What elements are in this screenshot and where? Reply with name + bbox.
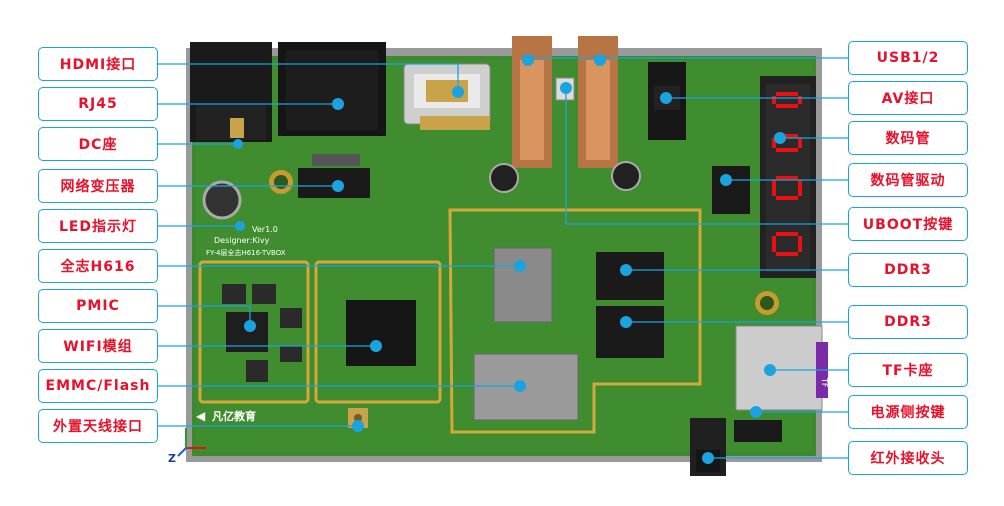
ir-receiver [690, 418, 726, 476]
gold-traces [198, 208, 702, 434]
label-transformer: 网络变压器 [38, 169, 158, 203]
tf-card-mark: TF [820, 377, 829, 388]
label-h616: 全志H616 [38, 249, 158, 283]
label-power-key: 电源侧按键 [848, 395, 968, 429]
logo-mark-icon: ◀ [196, 409, 206, 423]
tf-card-socket [735, 325, 828, 411]
capacitors [202, 161, 641, 220]
label-led: LED指示灯 [38, 209, 158, 243]
label-dc: DC座 [38, 127, 158, 161]
rj45-connector [278, 42, 386, 136]
inductors [222, 284, 302, 382]
power-button-part [734, 420, 782, 442]
board-title: FY-4层全志H616-TVBOX [206, 248, 286, 257]
label-pmic: PMIC [38, 289, 158, 323]
label-usb: USB1/2 [848, 41, 968, 75]
segment-driver-ic [712, 166, 750, 214]
label-av: AV接口 [848, 81, 968, 115]
label-hdmi: HDMI接口 [38, 47, 158, 81]
soc-h616 [493, 247, 553, 323]
leader-dots [233, 54, 786, 464]
mounting-holes [269, 170, 779, 315]
label-rj45: RJ45 [38, 87, 158, 121]
logo-text: 凡亿教育 [212, 409, 256, 423]
label-wifi: WIFI模组 [38, 329, 158, 363]
ddr3-chip-b [596, 306, 664, 358]
label-segment-driver: 数码管驱动 [848, 163, 968, 197]
brand-logo: ◀ 凡亿教育 [196, 409, 256, 423]
emmc-chip [473, 353, 579, 421]
dc-jack [190, 42, 272, 142]
wifi-module [346, 300, 416, 366]
pmic-chip [226, 312, 268, 352]
label-ir: 红外接收头 [848, 441, 968, 475]
label-ddr3-b: DDR3 [848, 305, 968, 339]
label-ddr3-a: DDR3 [848, 253, 968, 287]
axis-indicator: Z [168, 428, 206, 465]
label-emmc: EMMC/Flash [38, 369, 158, 403]
board-designer: Designer:Kivy [214, 236, 270, 245]
label-uboot: UBOOT按键 [848, 207, 968, 241]
segment-digits [772, 92, 802, 256]
board-version: Ver1.0 [252, 225, 278, 234]
label-tf: TF卡座 [848, 353, 968, 387]
label-antenna: 外置天线接口 [38, 409, 158, 443]
label-segment: 数码管 [848, 121, 968, 155]
leader-lines [158, 57, 848, 459]
ddr3-chip-a [596, 252, 664, 300]
hdmi-connector [403, 63, 491, 130]
axis-label: Z [168, 452, 176, 465]
